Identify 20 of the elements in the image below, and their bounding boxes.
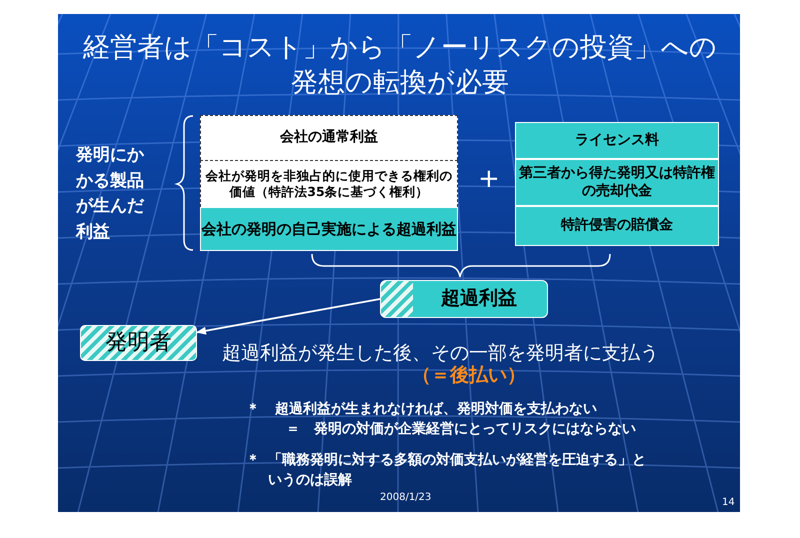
right-value-box: 会社が発明を非独占的に使用できる権利の価値（特許法35条に基づく権利）: [200, 160, 458, 207]
bullet: ＊: [246, 400, 260, 418]
statement-text: 超過利益が発生した後、その一部を発明者に支払う: [222, 341, 659, 365]
damages-box: 特許侵害の賠償金: [515, 206, 719, 246]
date-text: 2008/1/23: [380, 492, 432, 503]
page-number: 14: [722, 497, 735, 508]
excess-profit-box: 超過利益: [380, 280, 548, 318]
sale-price-box: 第三者から得た発明又は特許権の売却代金: [515, 159, 719, 206]
profit-box: 会社の通常利益: [200, 115, 458, 160]
plus-sign: +: [478, 164, 500, 194]
excess-profit-box: 会社の発明の自己実施による超過利益: [200, 207, 458, 251]
bullet: ＊: [246, 451, 260, 469]
license-fee-box: ライセンス料: [515, 122, 719, 159]
arrow: [196, 298, 380, 335]
side-label: 発明にかかる製品が生んだ利益: [76, 144, 146, 244]
note-text: （＝後払い）: [412, 363, 526, 388]
bullet-text: 「職務発明に対する多額の対価支払いが経営を圧迫する」というのは誤解: [268, 451, 647, 490]
slide-title: 経営者は「コスト」から「ノーリスクの投資」への発想の転換が必要: [82, 31, 718, 100]
bullet-text: 超過利益が生まれなければ、発明対価を支払わない: [275, 400, 597, 418]
bullet-text: ＝ 発明の対価が企業経営にとってリスクにはならない: [286, 420, 636, 438]
